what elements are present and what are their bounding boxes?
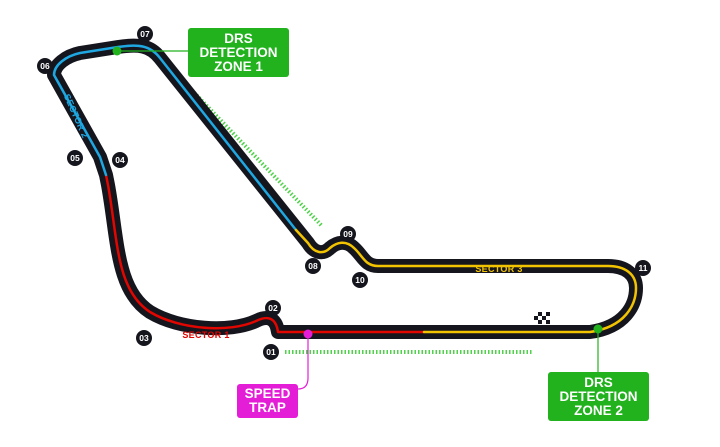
drs-2-dot: [593, 324, 603, 334]
callout-leaders: [118, 50, 599, 390]
callout-line: DETECTION: [559, 388, 638, 404]
turn-marker: 04: [112, 152, 128, 168]
turn-marker: 08: [305, 258, 321, 274]
turn-number: 07: [140, 29, 150, 39]
turn-number: 06: [40, 61, 50, 71]
drs-1-dot: [112, 46, 122, 56]
drs-detection-zone-2-callout: DRS DETECTION ZONE 2: [548, 372, 649, 421]
turn-number: 09: [343, 229, 353, 239]
speed-trap-dot: [303, 329, 313, 339]
turn-marker: 10: [352, 272, 368, 288]
turn-markers: 01 02 03 04 05 06 07 08 09 10 11: [37, 26, 651, 360]
sector-3-label: SECTOR 3: [475, 264, 522, 274]
sector-1-label: SECTOR 1: [182, 330, 229, 340]
sector-lines: [52, 44, 638, 334]
turn-number: 01: [266, 347, 276, 357]
sector-1-line: [104, 173, 426, 334]
turn-marker: 03: [136, 330, 152, 346]
turn-number: 11: [639, 263, 648, 273]
track-outline: [47, 38, 643, 339]
turn-number: 02: [268, 303, 278, 313]
drs-zone-1-line: [180, 78, 324, 228]
drs-detection-zone-1-callout: DRS DETECTION ZONE 1: [188, 28, 289, 77]
callout-line: ZONE 2: [574, 402, 623, 418]
callout-line: DRS: [224, 30, 253, 46]
checkered-flag-icon: [534, 312, 550, 324]
turn-marker: 05: [67, 150, 83, 166]
turn-number: 08: [308, 261, 318, 271]
callout-line: DETECTION: [199, 44, 278, 60]
turn-marker: 02: [265, 300, 281, 316]
sector-2-line: [52, 44, 298, 232]
drs-zone-markers: [180, 78, 532, 354]
turn-number: 10: [355, 275, 365, 285]
chevrons-left-icon: [483, 315, 498, 325]
turn-number: 03: [139, 333, 149, 343]
turn-number: 04: [115, 155, 125, 165]
callout-line: DRS: [584, 374, 613, 390]
speed-trap-leader: [297, 334, 309, 390]
turn-marker: 11: [635, 260, 651, 276]
callout-line: TRAP: [249, 400, 286, 415]
callout-line: SPEED: [244, 386, 291, 401]
speed-trap-callout: SPEED TRAP: [237, 384, 298, 418]
callout-line: ZONE 1: [214, 58, 263, 74]
sector-2-label: SECTOR 2: [62, 92, 90, 139]
turn-marker: 07: [137, 26, 153, 42]
sector-3-line: [294, 228, 638, 334]
turn-marker: 06: [37, 58, 53, 74]
turn-number: 05: [70, 153, 80, 163]
turn-marker: 09: [340, 226, 356, 242]
turn-marker: 01: [263, 344, 279, 360]
